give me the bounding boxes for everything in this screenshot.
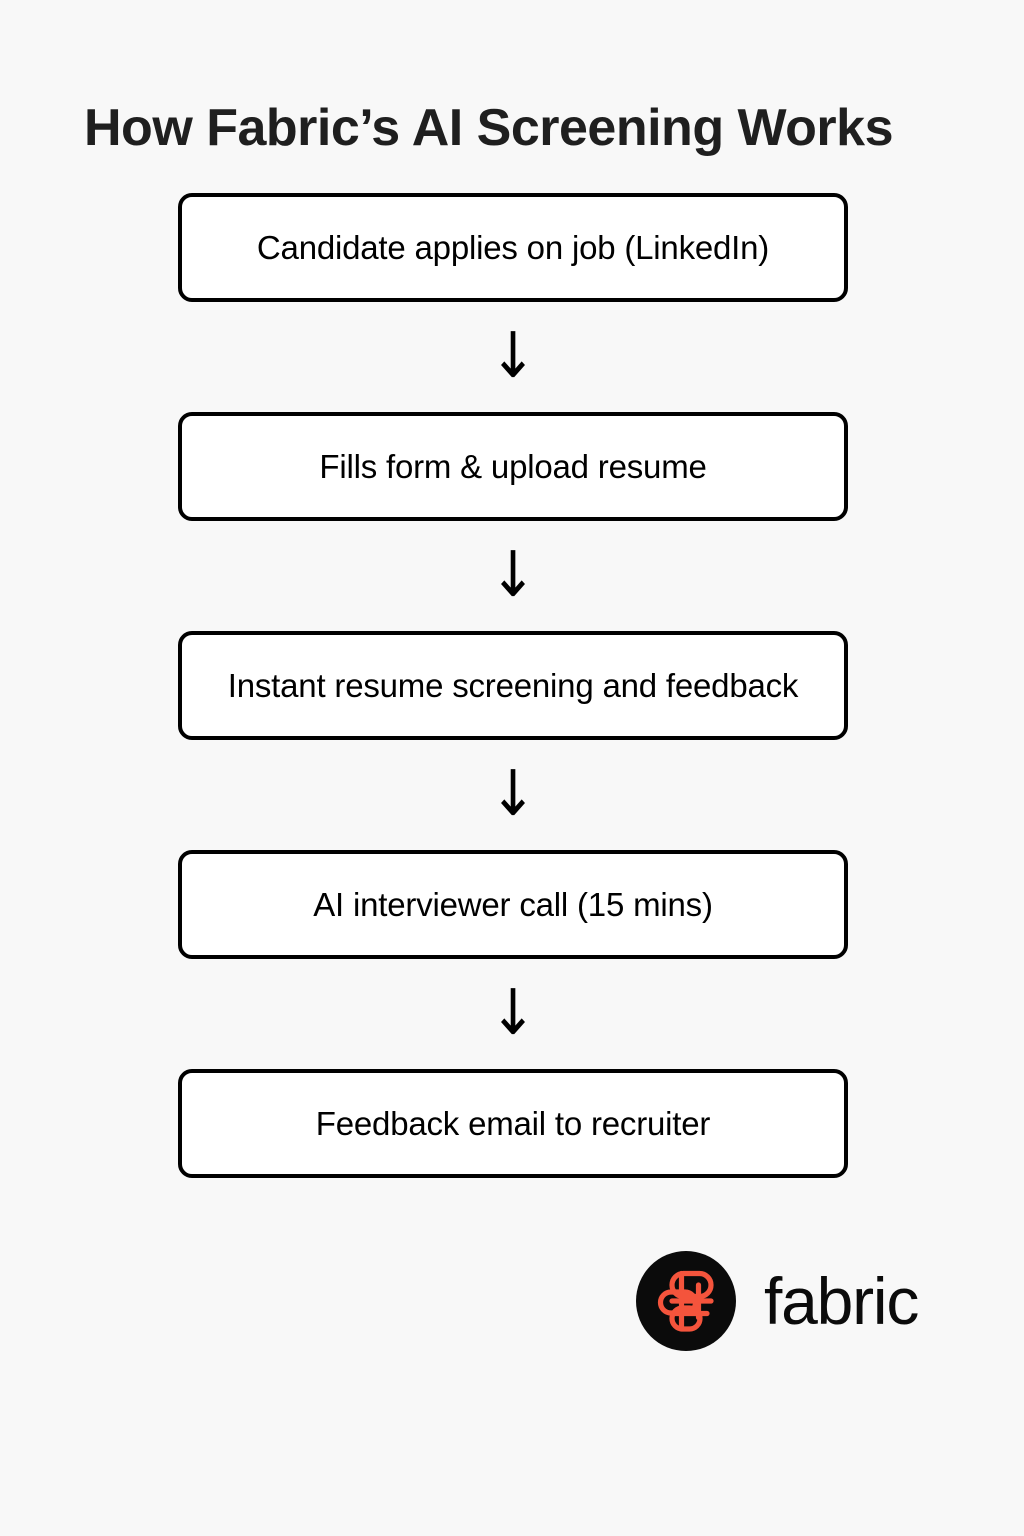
fabric-weave-icon [657, 1270, 714, 1332]
flow-step-5: Feedback email to recruiter [178, 1069, 848, 1178]
flow-step-2-label: Fills form & upload resume [319, 447, 707, 485]
arrow-down-icon: ↓ [489, 758, 537, 831]
arrow-down-icon: ↓ [489, 539, 537, 612]
flow-step-4-label: AI interviewer call (15 mins) [313, 885, 713, 923]
flow-step-1-label: Candidate applies on job (LinkedIn) [256, 228, 770, 266]
flow-step-4: AI interviewer call (15 mins) [178, 850, 848, 959]
fabric-logo-badge [636, 1251, 736, 1351]
flow-step-2: Fills form & upload resume [178, 412, 848, 521]
arrow-down-icon: ↓ [489, 320, 537, 393]
flow-connector-2: ↓ [178, 521, 848, 631]
arrow-down-icon: ↓ [489, 977, 537, 1050]
page-title: How Fabric’s AI Screening Works [84, 98, 894, 157]
flow-step-5-label: Feedback email to recruiter [315, 1104, 711, 1142]
fabric-wordmark: fabric [764, 1264, 919, 1338]
flow-step-3-label: Instant resume screening and feedback [227, 666, 799, 704]
flow-connector-3: ↓ [178, 740, 848, 850]
flow-step-3: Instant resume screening and feedback [178, 631, 848, 740]
flow-connector-1: ↓ [178, 302, 848, 412]
process-flow-diagram: Candidate applies on job (LinkedIn) ↓ Fi… [178, 193, 848, 1178]
flow-step-1: Candidate applies on job (LinkedIn) [178, 193, 848, 302]
brand-lockup: fabric [636, 1251, 919, 1351]
flow-connector-4: ↓ [178, 959, 848, 1069]
